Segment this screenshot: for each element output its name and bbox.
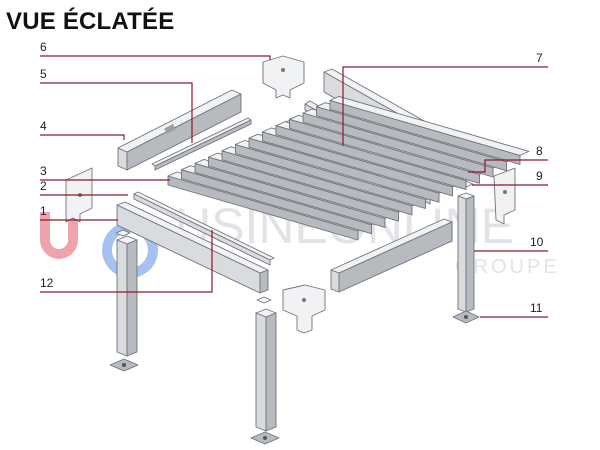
corner-bracket-front — [282, 284, 326, 334]
louvre-blade — [329, 95, 530, 165]
watermark-sub-text: GROUPE — [455, 256, 560, 278]
leader-line-6 — [40, 55, 271, 60]
callout-number-11: 11 — [530, 301, 543, 315]
base-plate-back-right — [452, 310, 480, 324]
callout-number-8: 8 — [536, 144, 543, 158]
callout-number-7: 7 — [536, 51, 543, 65]
watermark-letter-u — [40, 212, 78, 259]
callout-number-12: 12 — [40, 276, 54, 290]
leader-line-7 — [342, 66, 548, 146]
base-plate-front-center — [250, 431, 280, 445]
callout-layer: 6 5 4 3 2 1 12 7 8 9 10 11 — [40, 40, 548, 318]
callout-number-9: 9 — [536, 169, 543, 183]
corner-bracket-right — [493, 167, 516, 225]
callout-number-2: 2 — [40, 179, 47, 193]
spacer-front-center — [256, 296, 272, 304]
diagram-title: VUE ÉCLATÉE — [6, 8, 175, 35]
base-plate-front-left — [109, 358, 139, 372]
post-front-center — [255, 308, 277, 432]
louvre-blades — [167, 95, 530, 241]
post-front-left — [116, 235, 138, 357]
rear-rail — [151, 117, 252, 171]
leader-line-8 — [468, 159, 548, 173]
leader-line-4 — [40, 134, 125, 140]
callout-number-4: 4 — [40, 119, 47, 133]
corner-bracket-top — [262, 55, 305, 99]
callout-number-6: 6 — [40, 40, 47, 54]
spacer-front-left — [115, 229, 131, 237]
callout-number-1: 1 — [40, 204, 47, 218]
callout-number-3: 3 — [40, 164, 47, 178]
front-rail — [133, 191, 275, 266]
callout-number-5: 5 — [40, 67, 47, 81]
leader-line-5 — [40, 82, 193, 143]
callout-number-10: 10 — [530, 235, 544, 249]
rear-beam-motor — [117, 89, 242, 171]
front-beam — [116, 201, 269, 294]
leader-line-12 — [40, 230, 213, 293]
right-front-beam — [330, 218, 453, 293]
post-back-right — [457, 192, 475, 313]
